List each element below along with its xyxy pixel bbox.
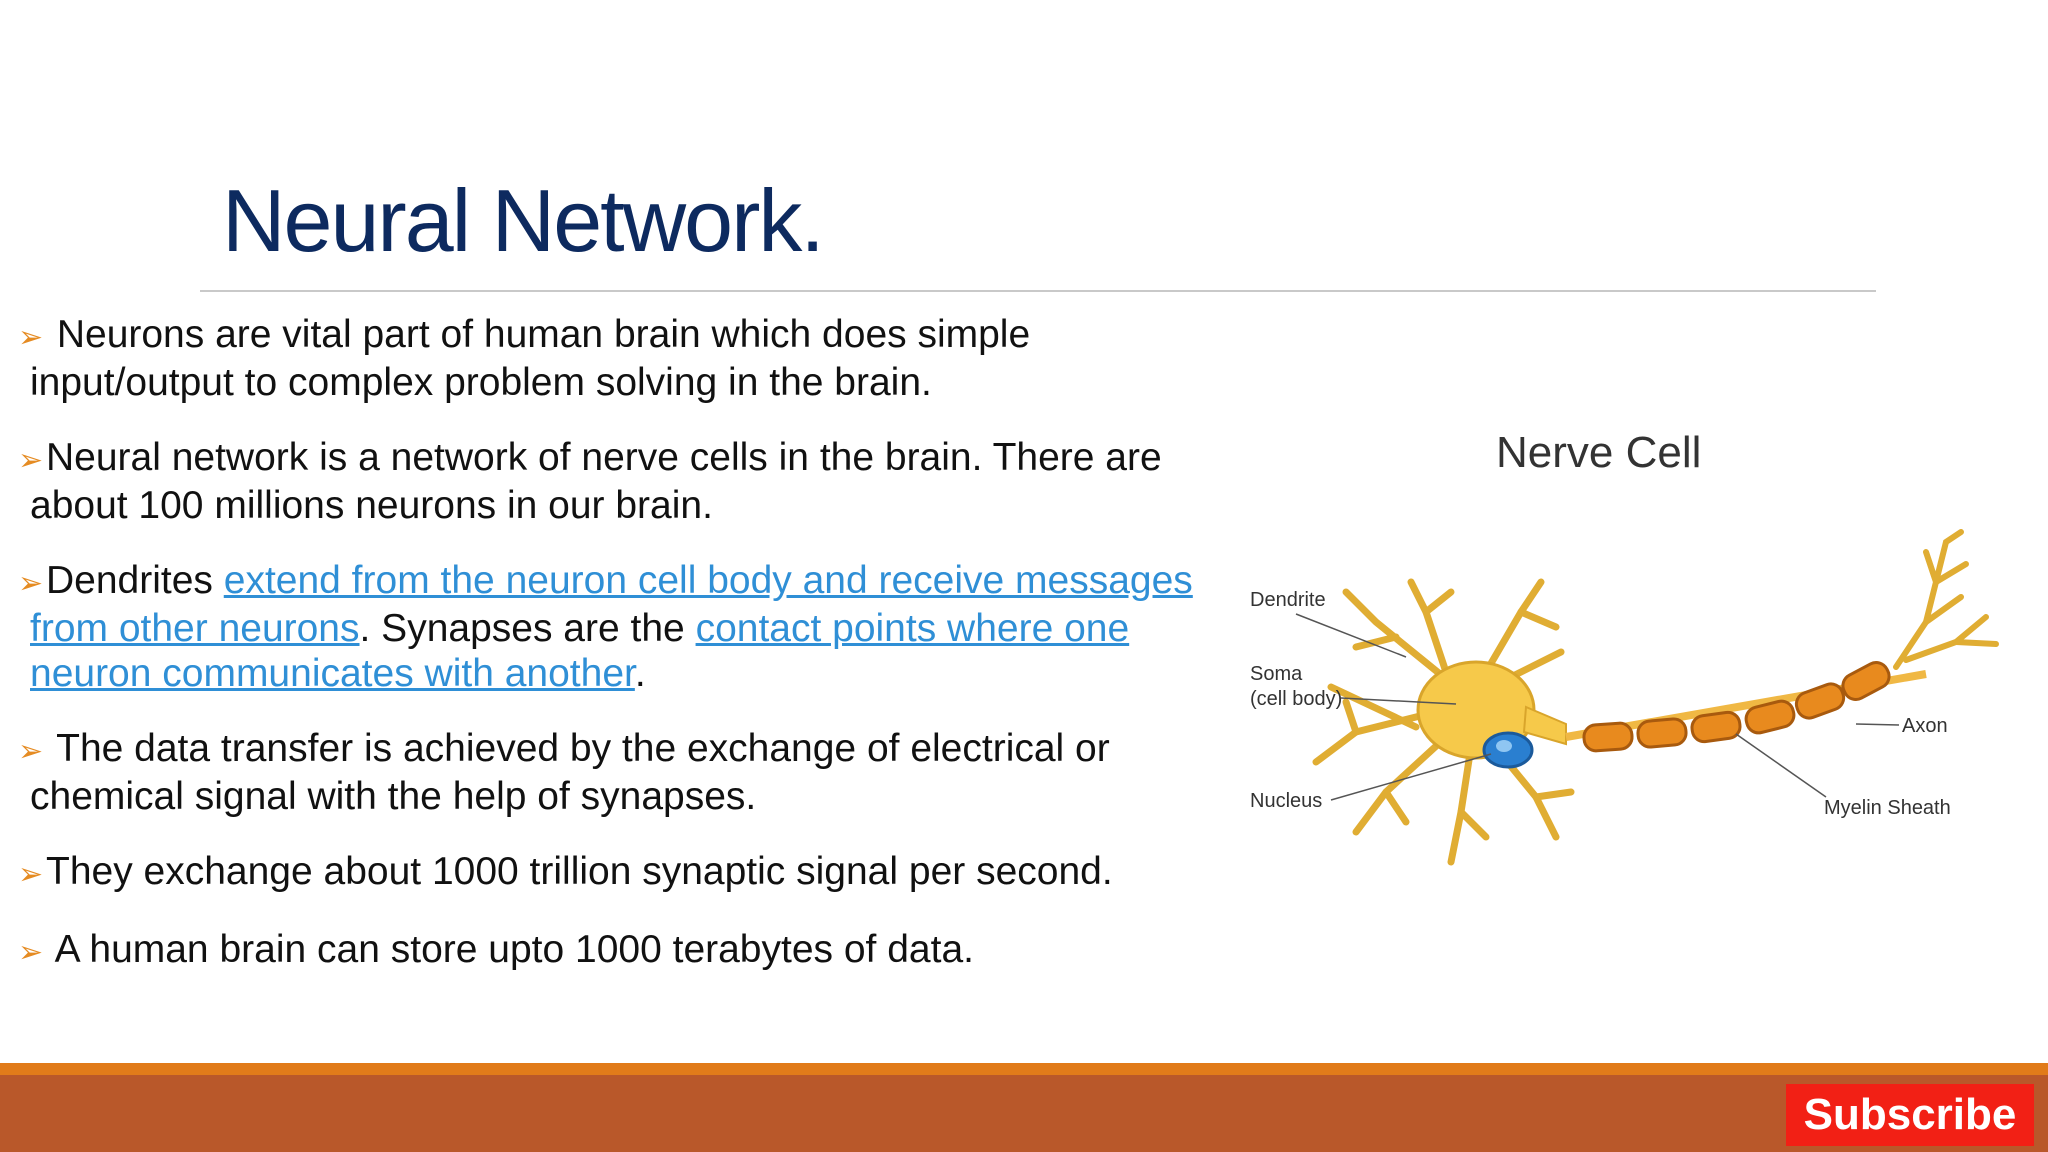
myelin-sheath bbox=[1582, 660, 1891, 753]
axon-label: Axon bbox=[1902, 715, 1948, 737]
arrow-bullet-icon: ➢ bbox=[18, 858, 44, 891]
soma-label: Soma bbox=[1250, 663, 1303, 685]
arrow-bullet-icon: ➢ bbox=[18, 735, 44, 768]
arrow-bullet-icon: ➢ bbox=[18, 444, 44, 477]
dendrite-label: Dendrite bbox=[1250, 589, 1326, 611]
slide-title: Neural Network. bbox=[222, 171, 825, 270]
dendrites bbox=[1312, 578, 1575, 866]
bullet-data-transfer: ➢ The data transfer is achieved by the e… bbox=[18, 726, 1233, 819]
footer-accent-line bbox=[0, 1063, 2048, 1075]
bullet-text: They exchange about 1000 trillion synapt… bbox=[46, 850, 1113, 893]
bullet-neural-network: ➢Neural network is a network of nerve ce… bbox=[18, 435, 1233, 528]
bullet-text: . Synapses are the bbox=[359, 607, 696, 650]
bullet-brain-storage: ➢ A human brain can store upto 1000 tera… bbox=[18, 927, 1233, 975]
bullet-text: Neural network is a network of nerve cel… bbox=[30, 436, 1162, 527]
nucleolus bbox=[1496, 740, 1512, 752]
bullet-list: ➢ Neurons are vital part of human brain … bbox=[18, 312, 1233, 1005]
arrow-bullet-icon: ➢ bbox=[18, 567, 44, 600]
bullet-text: Dendrites bbox=[46, 559, 224, 602]
diagram-title: Nerve Cell bbox=[1496, 428, 1701, 477]
bullet-text: Neurons are vital part of human brain wh… bbox=[30, 313, 1031, 404]
bullet-dendrites: ➢Dendrites extend from the neuron cell b… bbox=[18, 558, 1233, 696]
bullet-synaptic-signals: ➢They exchange about 1000 trillion synap… bbox=[18, 849, 1233, 897]
title-divider bbox=[200, 290, 1876, 292]
arrow-bullet-icon: ➢ bbox=[18, 321, 44, 354]
nerve-cell-diagram: Nerve Cell bbox=[1236, 292, 2036, 1018]
bullet-text: The data transfer is achieved by the exc… bbox=[30, 727, 1110, 818]
myelin-sheath-label: Myelin Sheath bbox=[1824, 797, 1951, 819]
subscribe-button[interactable]: Subscribe bbox=[1786, 1084, 2034, 1146]
axon-hillock bbox=[1522, 705, 1567, 746]
footer-band bbox=[0, 1075, 2048, 1152]
label-leader-lines bbox=[1295, 613, 1900, 801]
bullet-text: . bbox=[634, 652, 646, 695]
dendrites-link[interactable]: extend from the neuron cell body and rec… bbox=[30, 559, 1193, 650]
cell-body-label: (cell body) bbox=[1250, 688, 1342, 710]
synapses-link[interactable]: contact points where one neuron communic… bbox=[30, 607, 1130, 695]
bullet-neurons: ➢ Neurons are vital part of human brain … bbox=[18, 312, 1233, 405]
nucleus-label: Nucleus bbox=[1250, 790, 1322, 812]
arrow-bullet-icon: ➢ bbox=[18, 936, 44, 969]
bullet-text: A human brain can store upto 1000 teraby… bbox=[46, 928, 974, 971]
axon-terminals bbox=[1893, 529, 1999, 670]
